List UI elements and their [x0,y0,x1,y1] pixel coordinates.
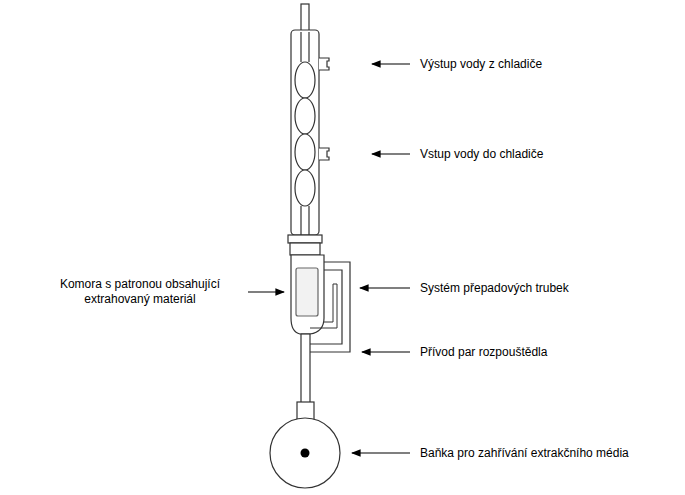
part-label: Komora s patronou obsahující extrahovaný… [40,277,240,307]
condenser-bulb [295,134,315,170]
condenser-jacket [291,30,319,235]
part-label: Systém přepadových trubek [420,281,660,296]
water-outlet-nozzle [319,58,329,70]
extraction-chamber [291,255,324,334]
part-label: Výstup vody z chladiče [420,57,660,72]
part-label: Vstup vody do chladiče [420,147,660,162]
inner-tube [308,32,309,62]
condenser-bulb [295,98,315,134]
siphon-tube [310,284,337,328]
flask [270,418,340,488]
pointer-arrow [362,351,410,352]
inner-tube [300,32,301,62]
pointer-arrow [372,63,410,64]
water-inlet-nozzle [319,148,329,160]
pointer-arrow [360,287,410,288]
condenser-bulb [295,62,315,98]
part-label: Přívod par rozpouštědla [420,345,660,360]
boiling-chip [301,449,310,458]
pointer-arrow [372,153,410,154]
ground-joint [288,235,322,243]
top-tube [301,4,309,32]
inner-tube [308,206,309,236]
stem [301,334,310,404]
thimble [296,268,318,316]
pointer-arrow [248,291,284,292]
pointer-arrow [352,452,410,453]
ground-joint [290,243,320,255]
inner-tube [300,206,301,236]
part-label: Baňka pro zahřívání extrakčního média [420,446,675,461]
condenser-bulb [295,170,315,206]
